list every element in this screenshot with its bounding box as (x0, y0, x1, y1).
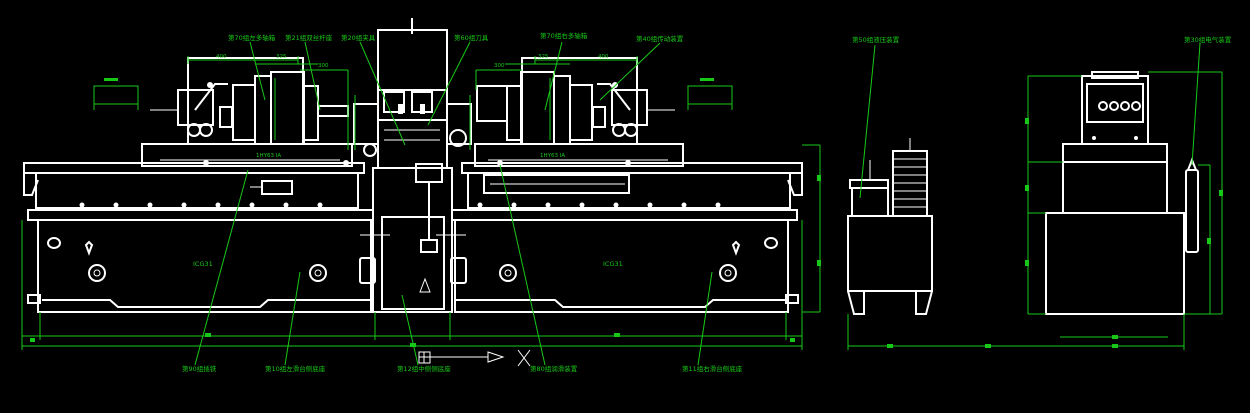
dim-300-right: 300 (494, 63, 505, 69)
slide-model-right: 1HY63 IA (540, 153, 565, 159)
label-10: 第10组左滑台侧底座 (265, 364, 326, 373)
label-80: 第80组润滑装置 (530, 364, 578, 373)
label-11: 第11组右滑台侧底座 (682, 364, 743, 373)
slide-model-left: 1HY63 IA (256, 153, 281, 159)
base-mark-left: ICG31 (193, 260, 213, 268)
left-slide-base (27, 209, 374, 313)
dim-400-left: 400 (216, 54, 227, 60)
label-60: 第60组刀具 (454, 33, 489, 42)
left-detail-symbol (93, 78, 139, 110)
electrical-cabinet (1045, 71, 1199, 315)
left-spindle-box (150, 57, 349, 145)
label-70-right: 第70组右多轴箱 (540, 31, 588, 40)
right-slide-bed (461, 143, 803, 209)
dim-400-right: 400 (598, 54, 609, 60)
base-mark-right: ICG31 (603, 260, 623, 268)
dim-325-right: 325 (538, 54, 549, 60)
axis-symbol (418, 349, 531, 367)
dim-300-left: 300 (318, 63, 329, 69)
label-90: 第90组插铁 (182, 364, 217, 373)
label-21: 第21组双丝杆座 (285, 33, 333, 42)
label-30: 第30组电气装置 (1184, 35, 1232, 44)
label-20: 第20组夹具 (341, 33, 376, 42)
label-12: 第12组中侧侧底座 (397, 364, 451, 373)
side-dimensions (847, 71, 1223, 350)
right-spindle-box (476, 57, 675, 145)
hydraulic-unit (847, 138, 933, 315)
front-dimensions (21, 56, 821, 350)
label-70-left: 第70组左多轴箱 (228, 33, 276, 42)
middle-base (359, 163, 467, 313)
dim-325-left: 325 (276, 54, 287, 60)
label-50: 第50组液压装置 (852, 35, 900, 44)
left-slide-bed (23, 143, 365, 209)
leader-lines (194, 41, 1201, 366)
label-40: 第40组传动装置 (636, 34, 684, 43)
right-slide-base (451, 209, 799, 313)
center-fixture (353, 18, 472, 169)
right-detail-symbol (687, 78, 733, 110)
